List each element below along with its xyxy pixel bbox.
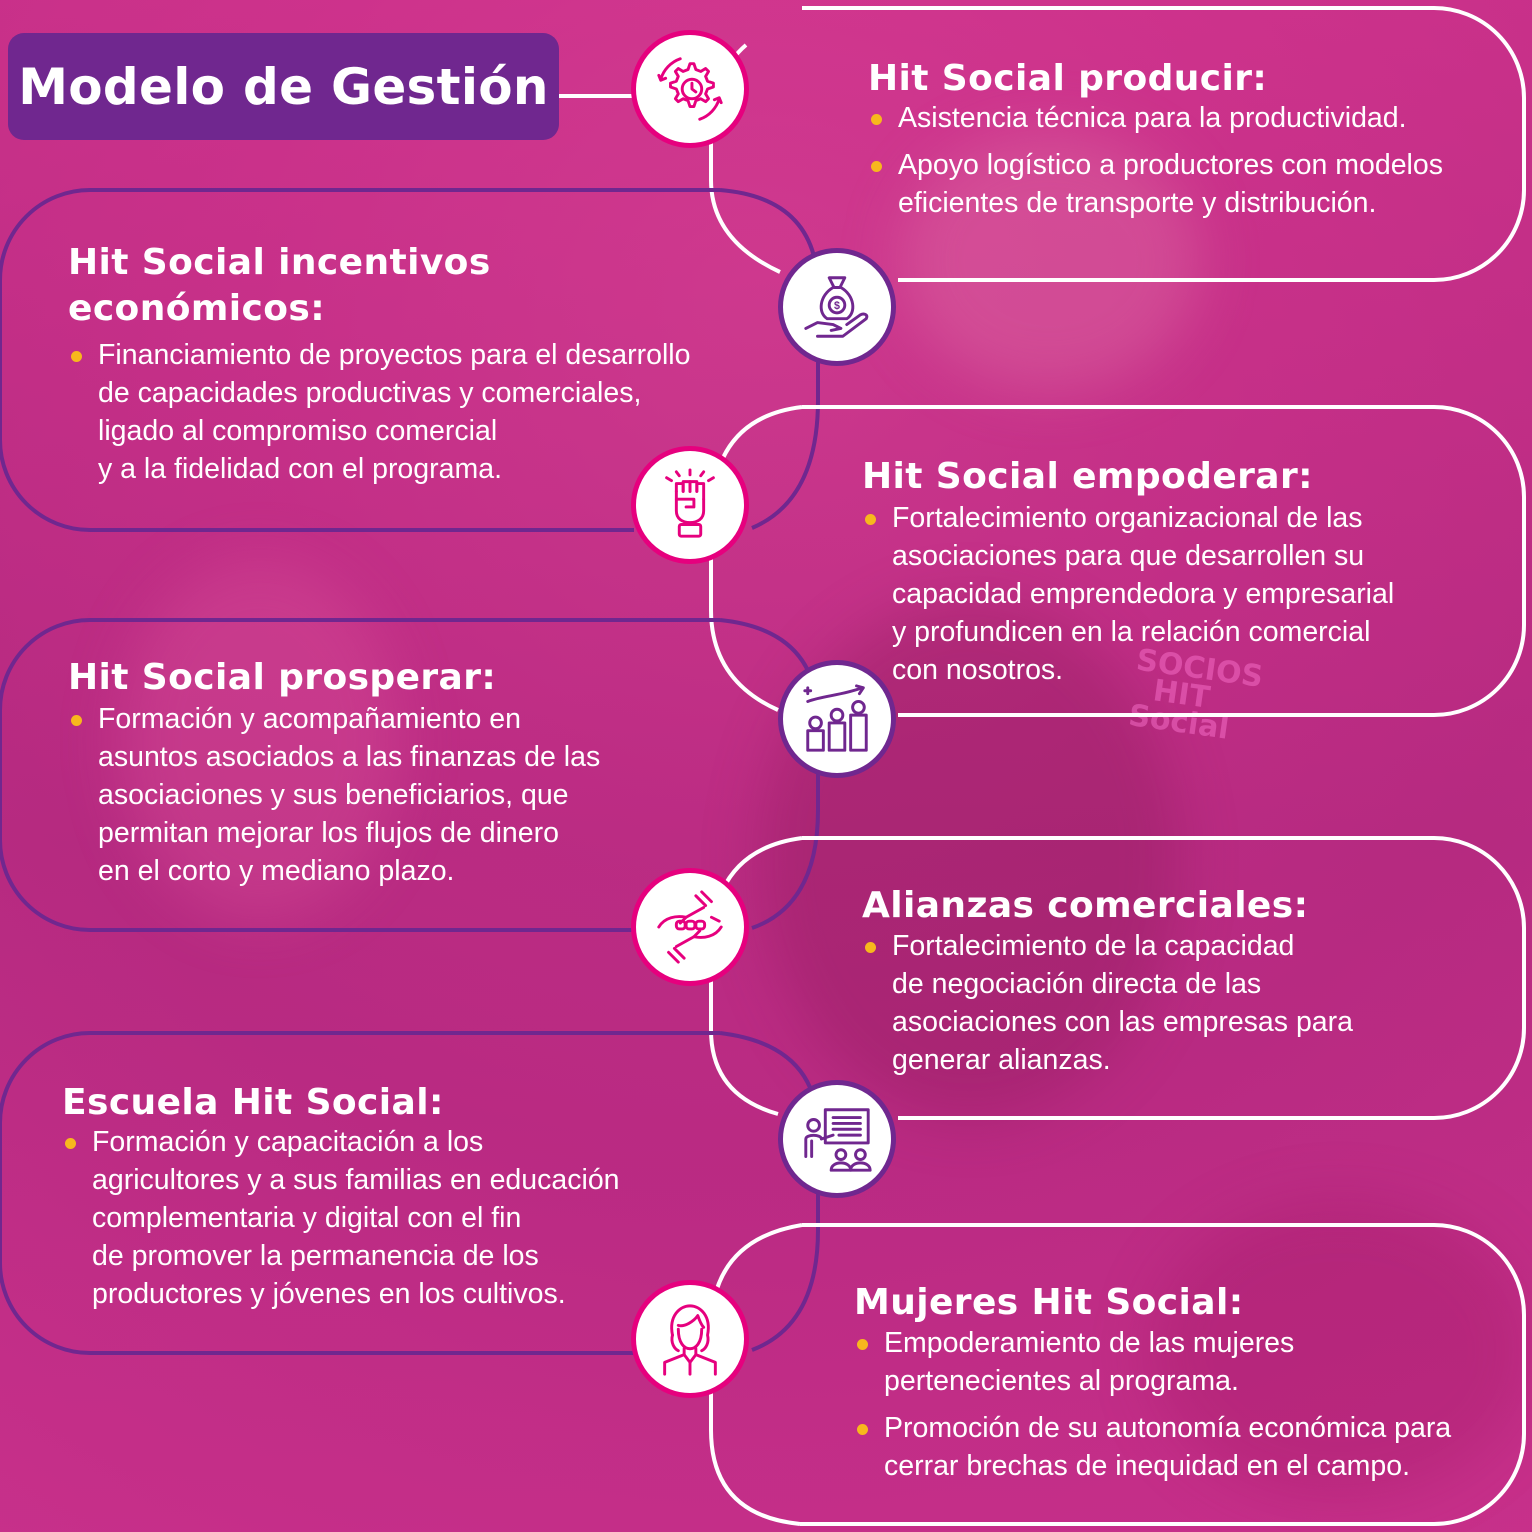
frame-alianzas <box>802 836 1526 1120</box>
title-banner: Modelo de Gestión <box>8 33 559 140</box>
heading-line: Mujeres Hit Social: <box>854 1282 1244 1323</box>
bullet-text: de promover la permanencia de los <box>92 1240 539 1272</box>
heading-line: económicos: <box>68 288 325 329</box>
page-title: Modelo de Gestión <box>18 57 549 116</box>
bullet-item: Empoderamiento de las mujeres pertenecie… <box>854 1324 1451 1400</box>
bullet-text: asociaciones para que desarrollen su <box>892 540 1365 572</box>
bullet-text: permitan mejorar los flujos de dinero <box>98 817 559 849</box>
title-connector <box>559 94 639 98</box>
bullet-item: Formación y acompañamiento en asuntos as… <box>68 700 600 890</box>
bullet-text: de capacidades productivas y comerciales… <box>98 377 642 409</box>
bullet-text: Formación y acompañamiento en <box>98 703 521 735</box>
bullet-text: con nosotros. <box>892 654 1064 686</box>
heading-line: Hit Social empoderar: <box>862 456 1313 497</box>
bullet-text: Financiamiento de proyectos para el desa… <box>98 339 691 371</box>
icon-badge-alianzas <box>631 868 749 986</box>
icon-badge-escuela <box>778 1080 896 1198</box>
bullet-item: Apoyo logístico a productores con modelo… <box>868 146 1443 222</box>
bullet-list-incentivos: Financiamiento de proyectos para el desa… <box>68 336 691 497</box>
frame-incentivos <box>0 188 720 532</box>
bullet-list-prosperar: Formación y acompañamiento en asuntos as… <box>68 700 600 899</box>
bullet-item: Fortalecimiento organizacional de las as… <box>862 499 1394 689</box>
raised-fist-icon <box>665 468 715 538</box>
bullet-text: generar alianzas. <box>892 1044 1111 1076</box>
bullet-list-alianzas: Fortalecimiento de la capacidad de negoc… <box>862 927 1353 1088</box>
bullet-text: cerrar brechas de inequidad en el campo. <box>884 1450 1410 1482</box>
bullet-text: Promoción de su autonomía económica para <box>884 1412 1452 1444</box>
background-shape <box>1150 1200 1530 1500</box>
icon-badge-incentivos: $ <box>778 248 896 366</box>
icon-badge-producir <box>631 30 749 148</box>
section-heading-mujeres: Mujeres Hit Social: <box>854 1280 1244 1326</box>
bullet-list-mujeres: Empoderamiento de las mujeres pertenecie… <box>854 1324 1451 1494</box>
icon-badge-prosperar <box>778 660 896 778</box>
bullet-text: y a la fidelidad con el programa. <box>98 453 502 485</box>
bullet-item: Financiamiento de proyectos para el desa… <box>68 336 691 488</box>
bullet-text: ligado al compromiso comercial <box>98 415 498 447</box>
frame-producir <box>802 6 1526 282</box>
bullet-text: Empoderamiento de las mujeres <box>884 1327 1295 1359</box>
bullet-text: Asistencia técnica para la productividad… <box>898 102 1407 134</box>
bullet-text: y profundicen en la relación comercial <box>892 616 1371 648</box>
bullet-text: pertenecientes al programa. <box>884 1365 1239 1397</box>
frame-escuela <box>0 1031 720 1355</box>
background-shape <box>900 130 1200 390</box>
bullet-text: asociaciones y sus beneficiarios, que <box>98 779 569 811</box>
teacher-board-icon <box>804 1108 872 1172</box>
bullet-list-producir: Asistencia técnica para la productividad… <box>868 99 1443 231</box>
woman-icon <box>663 1304 717 1376</box>
bullet-text: asuntos asociados a las finanzas de las <box>98 741 601 773</box>
bullet-text: complementaria y digital con el fin <box>92 1202 522 1234</box>
icon-badge-mujeres <box>631 1280 749 1398</box>
gear-clock-icon <box>657 57 723 121</box>
svg-text:$: $ <box>834 300 840 312</box>
heading-line: Hit Social prosperar: <box>68 657 497 698</box>
heading-line: Escuela Hit Social: <box>62 1082 444 1123</box>
frame-empoderar-left <box>709 405 803 712</box>
bullet-list-empoderar: Fortalecimiento organizacional de las as… <box>862 499 1394 698</box>
section-heading-empoderar: Hit Social empoderar: <box>862 454 1313 500</box>
bullet-item: Promoción de su autonomía económica para… <box>854 1409 1451 1485</box>
section-heading-alianzas: Alianzas comerciales: <box>862 883 1308 929</box>
heading-line: Hit Social producir: <box>868 58 1268 99</box>
bullet-text: Fortalecimiento organizacional de las <box>892 502 1363 534</box>
frame-prosperar-right <box>719 618 820 930</box>
growth-chart-icon <box>803 684 868 752</box>
bullet-text: asociaciones con las empresas para <box>892 1006 1353 1038</box>
handshake-icon <box>657 890 723 964</box>
frame-prosperar <box>0 618 720 932</box>
bullet-text: Fortalecimiento de la capacidad <box>892 930 1295 962</box>
bullet-text: productores y jóvenes en los cultivos. <box>92 1278 566 1310</box>
section-heading-incentivos: Hit Social incentivos económicos: <box>68 240 491 332</box>
bullet-text: agricultores y a sus familias en educaci… <box>92 1164 620 1196</box>
bullet-item: Fortalecimiento de la capacidad de negoc… <box>862 927 1353 1079</box>
heading-line: Hit Social incentivos <box>68 242 491 283</box>
money-bag-hand-icon: $ <box>804 276 869 338</box>
heading-line: Alianzas comerciales: <box>862 885 1309 926</box>
bullet-text: eficientes de transporte y distribución. <box>898 187 1377 219</box>
bullet-item: Asistencia técnica para la productividad… <box>868 99 1443 137</box>
bullet-text: capacidad emprendedora y empresarial <box>892 578 1395 610</box>
section-heading-escuela: Escuela Hit Social: <box>62 1080 444 1126</box>
bullet-list-escuela: Formación y capacitación a los agriculto… <box>62 1123 620 1322</box>
bullet-text: Formación y capacitación a los <box>92 1126 484 1158</box>
frame-empoderar <box>802 405 1526 717</box>
frame-mujeres <box>800 1223 1526 1526</box>
icon-badge-empoderar <box>631 446 749 564</box>
section-heading-prosperar: Hit Social prosperar: <box>68 655 496 701</box>
bullet-text: en el corto y mediano plazo. <box>98 855 455 887</box>
bullet-text: de negociación directa de las <box>892 968 1262 1000</box>
bullet-text: Apoyo logístico a productores con modelo… <box>898 149 1443 181</box>
section-heading-producir: Hit Social producir: <box>868 56 1267 102</box>
bullet-item: Formación y capacitación a los agriculto… <box>62 1123 620 1313</box>
